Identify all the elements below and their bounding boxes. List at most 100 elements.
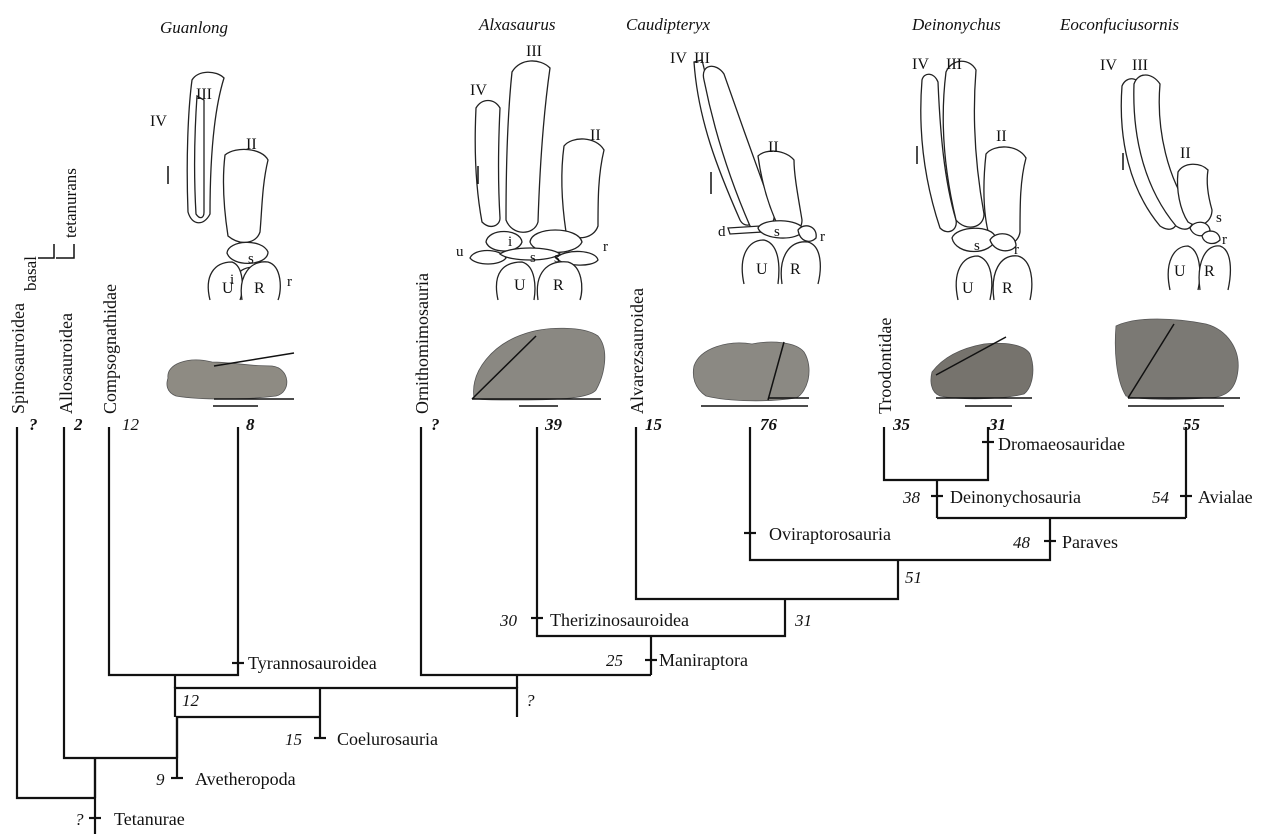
caudipteryx-label-U: U xyxy=(756,261,768,278)
value-tetanurae: ? xyxy=(75,810,84,829)
alxasaurus-label-s2: s xyxy=(554,250,560,266)
taxon-compsognathidae: Compsognathidae xyxy=(100,284,120,414)
value-paraves: 48 xyxy=(1013,533,1031,552)
node-question: ? xyxy=(526,691,535,710)
deinonychus-digit-iv: IV xyxy=(912,56,929,73)
deinonychus-digit-ii: II xyxy=(996,128,1007,145)
alxasaurus-wrist-drawing: III IV II i s s u r U R xyxy=(456,43,608,300)
alxasaurus-digit-iii: III xyxy=(526,43,542,60)
eoconfuciusornis-wrist-drawing: IV III II s r U R xyxy=(1100,57,1230,290)
guanlong-digit-ii: II xyxy=(246,136,257,153)
guanlong-label-R: R xyxy=(254,280,265,297)
deinonychus-label-r: r xyxy=(1014,242,1019,258)
value-guanlong: 8 xyxy=(246,415,255,434)
value-deinonychus: 31 xyxy=(988,415,1006,434)
value-eoconfuciusornis: 55 xyxy=(1183,415,1201,434)
node-12: 12 xyxy=(182,691,200,710)
genus-deinonychus: Deinonychus xyxy=(911,15,1001,34)
deinonychus-label-U: U xyxy=(962,280,974,297)
taxon-alvarezsauroidea: Alvarezsauroidea xyxy=(627,288,647,414)
alxasaurus-digit-ii: II xyxy=(590,127,601,144)
genus-guanlong: Guanlong xyxy=(160,18,228,37)
genus-eoconfuciusornis: Eoconfuciusornis xyxy=(1059,15,1179,34)
value-alvarezsauroidea: 15 xyxy=(645,415,663,434)
clade-deinonychosauria: Deinonychosauria xyxy=(950,487,1081,507)
value-avialae: 54 xyxy=(1152,488,1170,507)
value-ornithomimosauria: ? xyxy=(431,415,440,434)
alxasaurus-label-s1: s xyxy=(530,250,536,266)
genus-alxasaurus: Alxasaurus xyxy=(478,15,556,34)
tetanurans-bracket xyxy=(56,244,74,258)
clade-tyrannosauroidea: Tyrannosauroidea xyxy=(248,653,377,673)
clade-avialae: Avialae xyxy=(1198,487,1253,507)
caudipteryx-digit-ii: II xyxy=(768,139,779,156)
node-31: 31 xyxy=(794,611,812,630)
eoconfuciusornis-label-r: r xyxy=(1222,232,1227,248)
taxon-allosauroidea: Allosauroidea xyxy=(56,313,76,414)
value-spinosauroidea: ? xyxy=(29,415,38,434)
clade-avetheropoda: Avetheropoda xyxy=(195,769,296,789)
eoconfuciusornis-digit-iv: IV xyxy=(1100,57,1117,74)
basal-bracket xyxy=(38,244,54,258)
tip-values: ? 2 12 8 ? 39 15 76 35 31 55 xyxy=(29,415,1201,434)
clade-labels: Dromaeosauridae 38 Deinonychosauria 54 A… xyxy=(75,434,1253,829)
taxon-tetanurans: tetanurans xyxy=(61,168,80,238)
taxon-basal: basal xyxy=(21,256,40,291)
eoconfuciusornis-carpal-photo xyxy=(1115,319,1240,406)
guanlong-carpal-photo xyxy=(167,353,294,406)
eoconfuciusornis-label-R: R xyxy=(1204,263,1215,280)
value-coelurosauria: 15 xyxy=(285,730,302,749)
alxasaurus-carpal-photo xyxy=(472,328,605,406)
clade-therizinosauroidea: Therizinosauroidea xyxy=(550,610,689,630)
value-troodontidae: 35 xyxy=(892,415,911,434)
deinonychus-digit-iii: III xyxy=(946,56,962,73)
alxasaurus-digit-iv: IV xyxy=(470,82,487,99)
eoconfuciusornis-digit-iii: III xyxy=(1132,57,1148,74)
deinonychus-label-s: s xyxy=(974,238,980,254)
clade-maniraptora: Maniraptora xyxy=(659,650,748,670)
caudipteryx-label-d: d xyxy=(718,224,726,240)
guanlong-wrist-drawing: III IV II s i r U R xyxy=(150,72,292,300)
caudipteryx-digit-iii: III xyxy=(694,50,710,67)
taxon-troodontidae: Troodontidae xyxy=(875,318,895,414)
alxasaurus-label-r: r xyxy=(603,239,608,255)
caudipteryx-digit-iv: IV xyxy=(670,50,687,67)
guanlong-label-U: U xyxy=(222,280,234,297)
clade-paraves: Paraves xyxy=(1062,532,1118,552)
caudipteryx-label-R: R xyxy=(790,261,801,278)
alxasaurus-label-R: R xyxy=(553,277,564,294)
clade-dromaeosauridae: Dromaeosauridae xyxy=(998,434,1125,454)
genus-names: Guanlong Alxasaurus Caudipteryx Deinonyc… xyxy=(160,15,1179,37)
guanlong-digit-iii: III xyxy=(196,86,212,103)
value-maniraptora: 25 xyxy=(606,651,623,670)
genus-caudipteryx: Caudipteryx xyxy=(626,15,710,34)
alxasaurus-label-u: u xyxy=(456,244,464,260)
deinonychus-carpal-photo xyxy=(931,337,1033,406)
value-deinonychosauria: 38 xyxy=(902,488,921,507)
value-compsognathidae: 12 xyxy=(122,415,140,434)
value-alxasaurus: 39 xyxy=(544,415,563,434)
taxon-ornithomimosauria: Ornithomimosauria xyxy=(412,273,432,414)
deinonychus-wrist-drawing: IV III II s r U R xyxy=(912,56,1032,300)
caudipteryx-carpal-photo xyxy=(693,342,809,406)
value-allosauroidea: 2 xyxy=(73,415,83,434)
eoconfuciusornis-label-s: s xyxy=(1216,210,1222,226)
guanlong-digit-iv: IV xyxy=(150,113,167,130)
guanlong-label-s: s xyxy=(248,251,254,267)
clade-oviraptorosauria: Oviraptorosauria xyxy=(769,524,891,544)
caudipteryx-label-s: s xyxy=(774,224,780,240)
caudipteryx-wrist-drawing: IV III II d s r U R xyxy=(670,50,825,284)
clade-tetanurae: Tetanurae xyxy=(114,809,185,829)
alxasaurus-label-U: U xyxy=(514,277,526,294)
value-avetheropoda: 9 xyxy=(156,770,165,789)
value-therizinosauroidea: 30 xyxy=(499,611,518,630)
guanlong-label-r: r xyxy=(287,274,292,290)
alxasaurus-label-i: i xyxy=(508,234,512,250)
value-caudipteryx: 76 xyxy=(760,415,778,434)
deinonychus-label-R: R xyxy=(1002,280,1013,297)
clade-coelurosauria: Coelurosauria xyxy=(337,729,438,749)
taxon-spinosauroidea: Spinosauroidea xyxy=(8,303,28,414)
eoconfuciusornis-digit-ii: II xyxy=(1180,145,1191,162)
node-51: 51 xyxy=(905,568,922,587)
